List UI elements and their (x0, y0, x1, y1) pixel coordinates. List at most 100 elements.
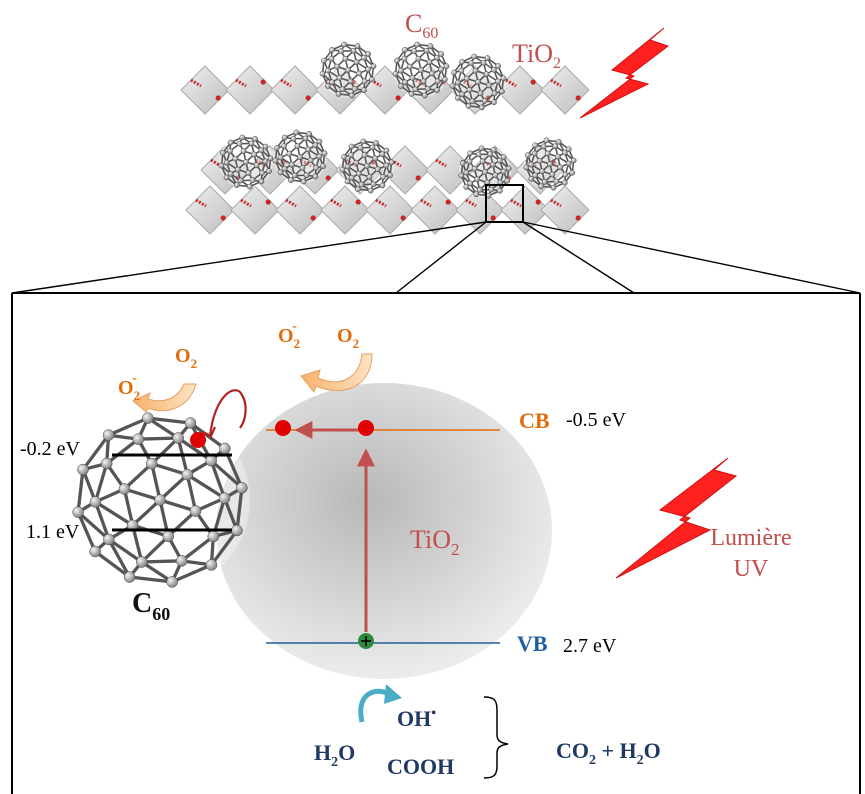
tio2-octahedron (365, 185, 415, 235)
oxygen-atom (575, 95, 581, 101)
final-products-label: CO2 + H2O (556, 738, 661, 768)
tio2-octahedron (270, 65, 320, 115)
oxygen-atom (415, 175, 421, 181)
oxygen-bond (285, 198, 297, 208)
oxygen-bond (300, 158, 312, 168)
top-fullerenes (218, 41, 577, 199)
electron-c60 (190, 432, 206, 448)
fullerene (319, 41, 377, 99)
tio2-octahedron (225, 65, 275, 115)
oxygen-bond (505, 78, 517, 88)
oxygen-atom (305, 95, 311, 101)
tio2-center-label: TiO2 (410, 525, 459, 559)
oxygen-atom (325, 175, 331, 181)
mid-oxygen: O2 (337, 325, 359, 351)
c60-lower-level-value: 1.1 eV (26, 521, 80, 543)
oxygen-bond (435, 158, 447, 168)
oxygen-atom (575, 215, 581, 221)
oxygen-atom (400, 215, 406, 221)
fullerene (523, 137, 577, 191)
svg-text:O2: O2 (175, 345, 197, 371)
oxygen-atom (530, 79, 536, 85)
fullerene (339, 138, 395, 194)
fullerene (70, 410, 250, 590)
tio2-octahedron (410, 185, 460, 235)
oxygen-bond (415, 78, 427, 88)
oxygen-atom (265, 199, 271, 205)
svg-text:O2: O2 (337, 325, 359, 351)
tio2-octahedron (540, 65, 590, 115)
oxygen-bond (195, 198, 207, 208)
fullerene (392, 41, 450, 99)
c60-transfer-curve-arrow (208, 389, 247, 438)
tio2-octahedron (180, 65, 230, 115)
oxygen-atom (310, 215, 316, 221)
zoom-lines (11, 221, 861, 294)
mid-superoxide: O2- (278, 319, 300, 351)
h2o-label: H2O (314, 740, 355, 770)
oh-radical-label: OH• (397, 706, 436, 731)
c60-molecule (70, 410, 250, 590)
left-o2-reduction-arrow (132, 383, 197, 413)
cooh-label: COOH (387, 754, 454, 779)
svg-text:TiO2: TiO2 (512, 39, 561, 72)
c60-main-label: C60 (132, 588, 170, 624)
oxygen-bond (550, 198, 562, 208)
light-label-line1: Lumière (710, 525, 791, 551)
top-tio2-label: TiO2 (512, 39, 561, 72)
tio2-octahedron (320, 185, 370, 235)
left-superoxide: O2- (118, 371, 140, 403)
oxygen-bond (375, 198, 387, 208)
c60-transfer-curve-head (202, 426, 217, 438)
cb-value: -0.5 eV (566, 409, 627, 431)
crystal-illustration (180, 41, 590, 235)
oxygen-bond (190, 78, 202, 88)
mid-o2-reduction-arrow (300, 353, 373, 394)
light-label-line2: UV (734, 556, 769, 582)
oxygen-bond (510, 198, 522, 208)
oxygen-bond (465, 198, 477, 208)
oxygen-atom (535, 199, 541, 205)
c60-upper-level-value: -0.2 eV (20, 438, 81, 460)
electron-cb-left (275, 420, 291, 436)
water-oxidation-arrow (358, 688, 392, 723)
vb-value: 2.7 eV (563, 635, 617, 657)
svg-text:O2-: O2- (118, 371, 140, 403)
uv-lightning-icon (615, 457, 738, 579)
oxygen-bond (255, 158, 267, 168)
oxygen-bond (325, 78, 337, 88)
oxygen-bond (420, 198, 432, 208)
oxygen-atom (355, 199, 361, 205)
hole-vb (358, 633, 374, 649)
oxygen-bond (240, 198, 252, 208)
fullerene (272, 129, 328, 185)
oxygen-atom (445, 199, 451, 205)
top-lightning-icon (579, 27, 670, 119)
top-c60-label: C60 (405, 9, 438, 42)
detail-panel (11, 292, 861, 794)
zoom-box (485, 184, 524, 223)
oxygen-bond (345, 158, 357, 168)
oxygen-bond (235, 78, 247, 88)
oxygen-atom (395, 95, 401, 101)
electron-cb-right (358, 420, 374, 436)
products-brace (483, 696, 509, 779)
left-oxygen: O2 (175, 345, 197, 371)
tio2-octahedron (540, 185, 590, 235)
oxygen-atom (260, 79, 266, 85)
svg-text:C60: C60 (405, 9, 438, 42)
tio2-octahedron (495, 65, 545, 115)
tio2-octahedron (230, 185, 280, 235)
cb-label: CB (519, 408, 550, 433)
tio2-octahedron (275, 185, 325, 235)
tio2-octahedron (185, 185, 235, 235)
oxygen-bond (280, 78, 292, 88)
tio2-particle (216, 383, 552, 679)
oxygen-bond (330, 198, 342, 208)
oxygen-atom (215, 95, 221, 101)
fullerene (449, 53, 507, 111)
oxygen-atom (220, 215, 226, 221)
fullerene (218, 134, 274, 190)
